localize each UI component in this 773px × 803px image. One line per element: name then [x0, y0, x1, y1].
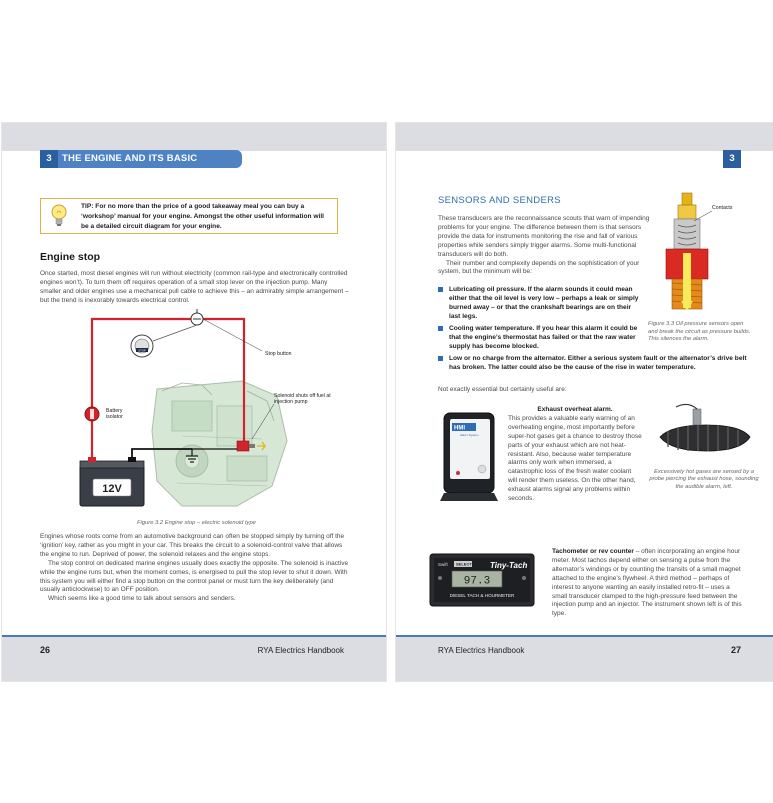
chapter-title: THE ENGINE AND ITS BASIC CIRCUITS: [40, 153, 198, 182]
bullet-list: Lubricating oil pressure. If the alarm s…: [438, 285, 747, 375]
exhaust-section: Exhaust overheat alarm. This provides a …: [508, 406, 642, 504]
tacho-readout: 97.3: [464, 576, 490, 588]
tacho-text: – often incorporating an engine hour met…: [552, 548, 742, 618]
footer-title: RYA Electrics Handbook: [438, 646, 525, 655]
exhaust-text: This provides a valuable early warning o…: [508, 414, 642, 503]
page-number: 26: [40, 645, 51, 655]
figure-caption: Figure 3.2 Engine stop – electric soleno…: [137, 520, 256, 526]
intro-text: Once started, most diesel engines will r…: [40, 270, 349, 304]
not-essential-text: Not exactly essential but certainly usef…: [438, 386, 567, 393]
section-heading: SENSORS AND SENDERS: [438, 195, 561, 206]
page-footer-band: [396, 635, 773, 681]
engine-stop-diagram: Stop button STOP Battery isolator Soleno…: [79, 309, 331, 507]
key-switch: STOP: [130, 334, 154, 358]
body-text: Engines whose roots come from an automot…: [40, 533, 350, 604]
battery-isolator-label-2: isolator: [106, 414, 123, 420]
battery-voltage: 12V: [102, 483, 122, 495]
tacho-brand: Tiny-Tach: [490, 561, 527, 570]
bullet-item: Cooling water temperature. If you hear t…: [438, 324, 643, 351]
tacho-title: Tachometer or rev counter: [552, 548, 634, 555]
oil-pressure-sensor-illustration: Contacts: [665, 192, 733, 311]
sensor-caption: Figure 3.3 Oil pressure sensors open and…: [648, 321, 751, 342]
tacho-top-b: SELECT: [456, 562, 472, 567]
bullet-item: Lubricating oil pressure. If the alarm s…: [438, 285, 643, 321]
page-header-band: [2, 123, 386, 151]
exhaust-alarm-device: HMI Alarm System: [440, 412, 498, 501]
intro-text: These transducers are the reconnaissance…: [438, 215, 658, 277]
exhaust-probe-illustration: [659, 403, 751, 452]
stop-button-label: Stop button: [265, 351, 292, 357]
tacho-top-a: Swift: [438, 562, 449, 567]
battery-illustration: 12V: [79, 457, 145, 507]
footer-title: RYA Electrics Handbook: [257, 646, 344, 655]
intro-paragraph: Their number and complexity depends on t…: [438, 259, 640, 276]
switch-badge: STOP: [138, 349, 146, 353]
tip-text: TIP: For no more than the price of a goo…: [81, 203, 325, 230]
body-paragraph: The stop control on dedicated marine eng…: [40, 559, 349, 594]
lightbulb-icon: [51, 204, 67, 226]
device-sub: Alarm System: [460, 433, 479, 437]
tacho-bottom-label: DIESEL TACH & HOURMETER: [450, 593, 515, 598]
intro-paragraph: These transducers are the reconnaissance…: [438, 215, 650, 258]
page-header-band: [396, 123, 773, 151]
right-page: 3 SENSORS AND SENDERS These transducers …: [396, 123, 773, 681]
probe-caption: Excessively hot gases are sensed by a pr…: [649, 469, 759, 490]
body-paragraph: Engines whose roots come from an automot…: [40, 533, 345, 558]
page-number: 27: [730, 645, 741, 655]
bullet-item: Low or no charge from the alternator. Ei…: [438, 354, 759, 372]
positive-wire: [90, 317, 197, 407]
contacts-label: Contacts: [712, 205, 733, 211]
section-heading: Engine stop: [40, 251, 101, 263]
chapter-number: 3: [40, 150, 58, 168]
engine-illustration: [151, 380, 288, 507]
page-footer-band: [2, 635, 386, 681]
solenoid-label-1: Solenoid shuts off fuel at: [274, 393, 331, 399]
device-brand: HMI: [454, 426, 465, 432]
exhaust-title: Exhaust overheat alarm.: [537, 406, 613, 413]
tachometer-device: Swift SELECT Tiny-Tach 97.3 DIESEL TACH …: [429, 553, 535, 607]
body-paragraph: Which seems like a good time to talk abo…: [48, 595, 236, 603]
battery-isolator-label-1: Battery: [106, 408, 123, 414]
battery-isolator-symbol: [84, 406, 100, 422]
tip-box: TIP: For no more than the price of a goo…: [40, 198, 338, 234]
tacho-section: Tachometer or rev counter – often incorp…: [552, 548, 742, 619]
solenoid-label-2: injection pump: [274, 399, 308, 405]
solenoid-symbol: [236, 440, 267, 452]
intro-paragraph: Once started, most diesel engines will r…: [40, 270, 350, 306]
stop-button-symbol: [190, 309, 204, 326]
chapter-number-tab: 3: [723, 150, 741, 168]
